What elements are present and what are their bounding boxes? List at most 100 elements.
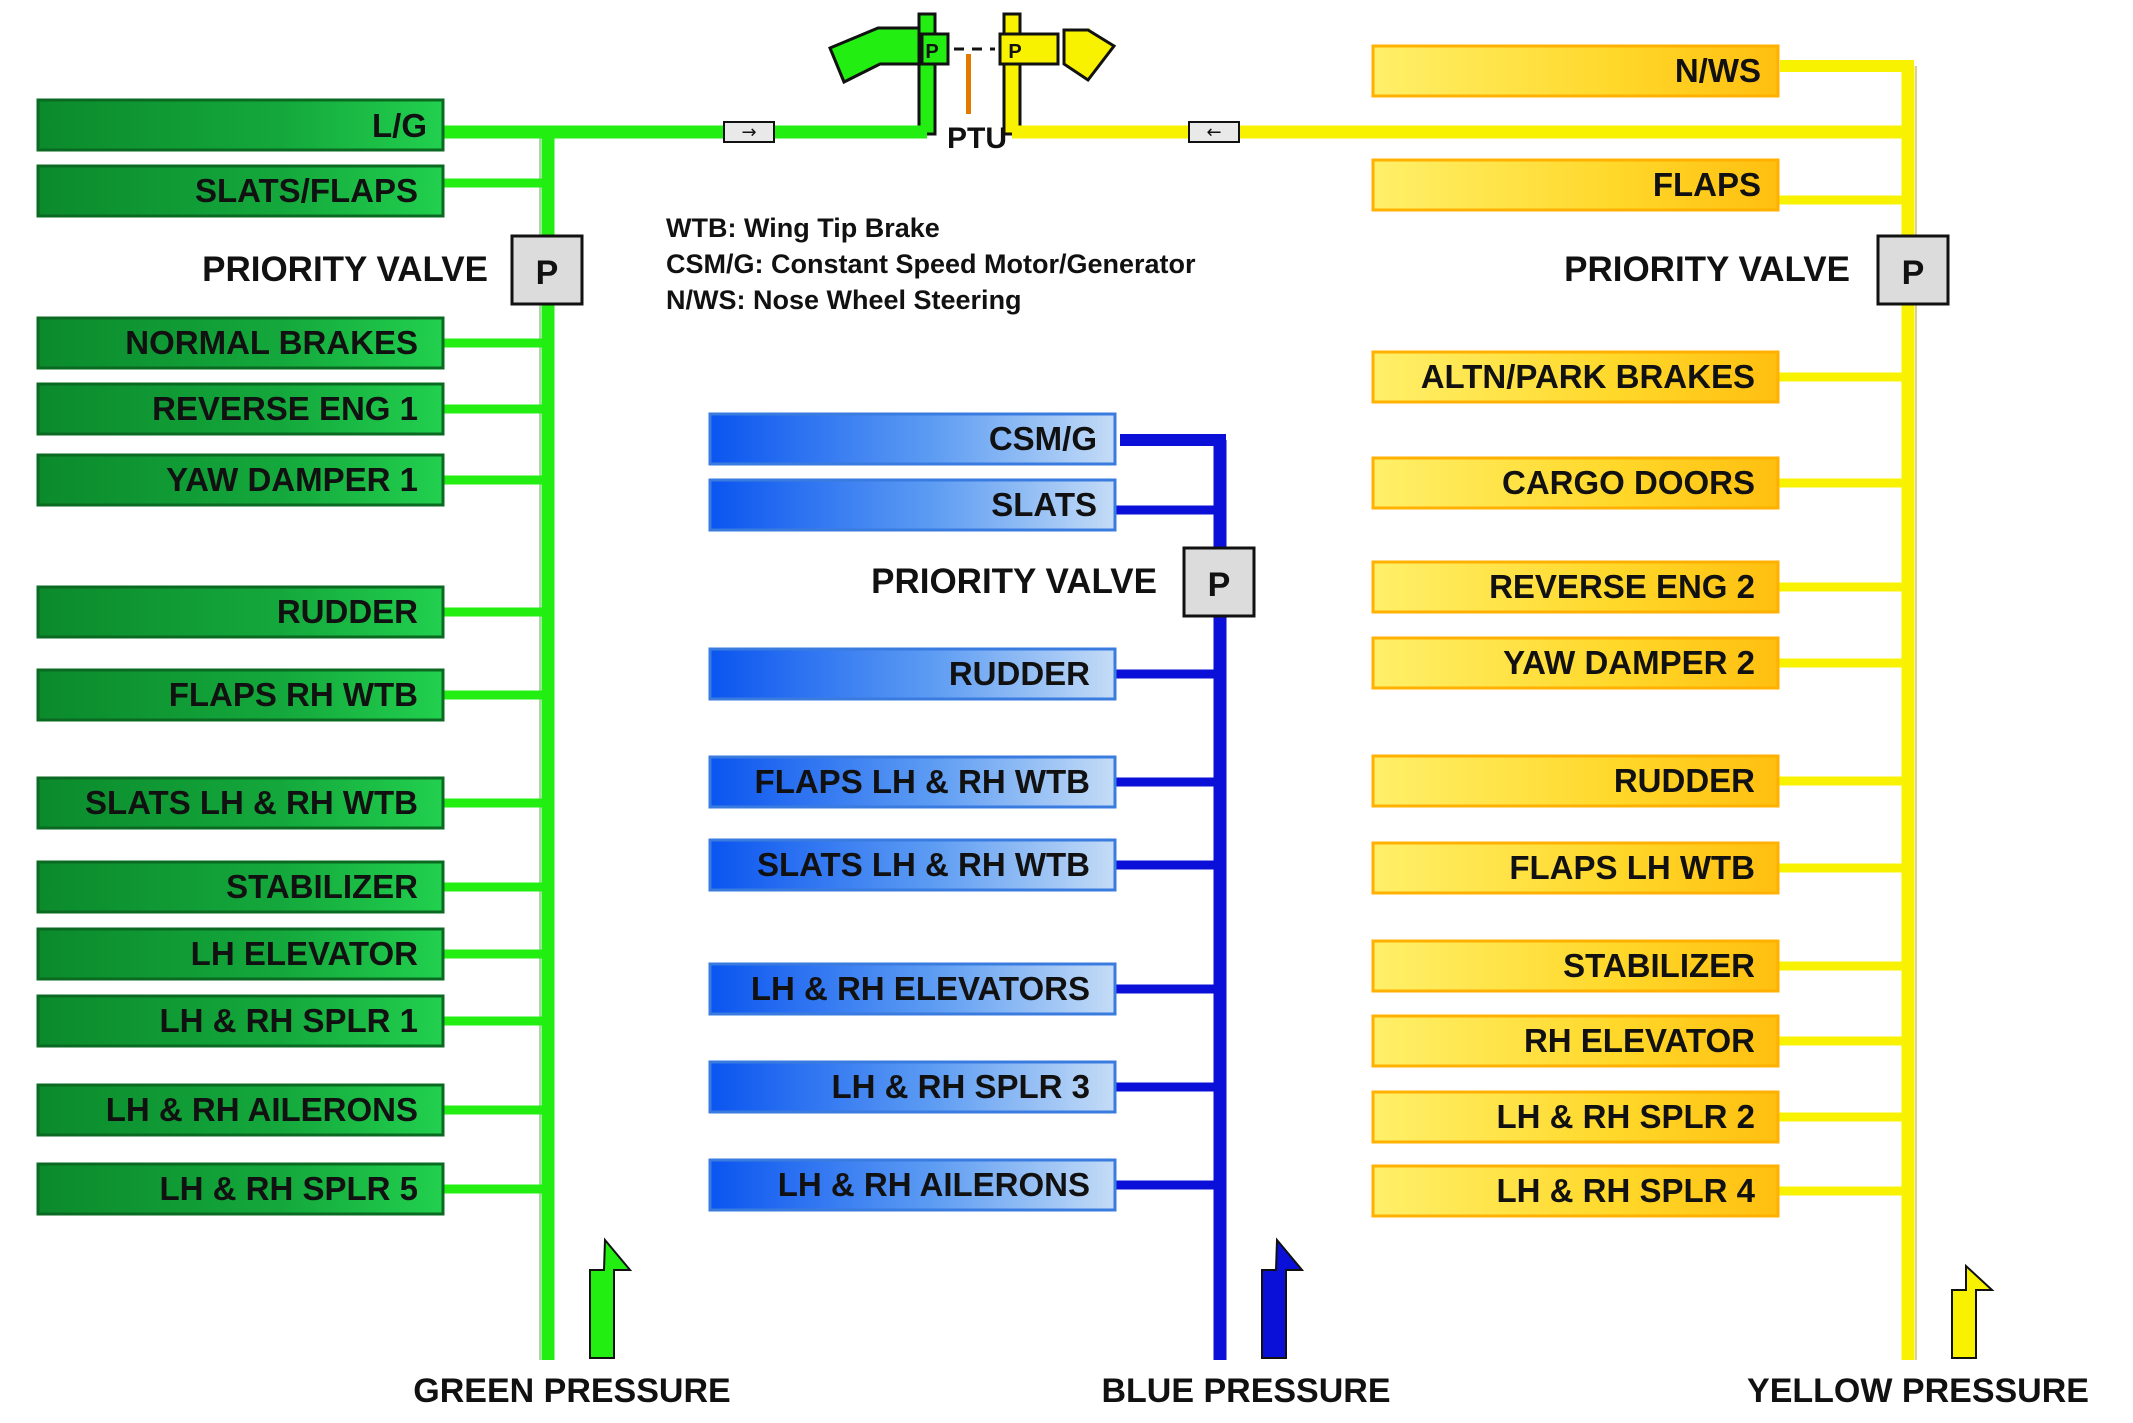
green-ptu-pipe bbox=[828, 12, 950, 136]
blue-consumer-box: FLAPS LH & RH WTB bbox=[708, 755, 1220, 809]
green-consumer-box: LH & RH SPLR 5 bbox=[36, 1162, 548, 1216]
green-pressure-label: GREEN PRESSURE bbox=[413, 1372, 730, 1410]
svg-text:SLATS/FLAPS: SLATS/FLAPS bbox=[195, 172, 418, 209]
blue-consumer-box-bg bbox=[708, 647, 1117, 701]
yellow-consumer-label: LH & RH SPLR 4 bbox=[1496, 1172, 1755, 1209]
svg-text:SLATS: SLATS bbox=[991, 486, 1097, 523]
green-consumer-box: NORMAL BRAKES bbox=[36, 316, 548, 370]
green-consumer-box: LH & RH SPLR 1 bbox=[36, 994, 548, 1048]
green-consumer-box: L/G bbox=[36, 98, 445, 152]
ptu-port-left-label: P bbox=[925, 41, 938, 63]
green-consumer-label: RUDDER bbox=[277, 593, 418, 630]
blue-consumer-box-bg bbox=[708, 1060, 1117, 1114]
yellow-consumer-box-bg bbox=[1371, 841, 1780, 895]
blue-consumer-box: RUDDER bbox=[708, 647, 1220, 701]
yellow-consumer-box: LH & RH SPLR 2 bbox=[1371, 1090, 1908, 1144]
blue-consumer-box: SLATS LH & RH WTB bbox=[708, 838, 1220, 892]
green-consumer-label: STABILIZER bbox=[226, 868, 418, 905]
blue-priority-valve-symbol: P bbox=[1208, 566, 1231, 604]
green-consumer-label: FLAPS RH WTB bbox=[169, 676, 418, 713]
blue-consumer-label: RUDDER bbox=[949, 655, 1090, 692]
green-consumer-box-bg bbox=[36, 382, 445, 436]
green-consumers-below: NORMAL BRAKES REVERSE ENG 1 YAW DAMPER 1 RU… bbox=[36, 316, 548, 1216]
green-consumer-box-bg bbox=[36, 668, 445, 722]
yellow-consumer-label: FLAPS LH WTB bbox=[1509, 849, 1755, 886]
yellow-consumers-below: ALTN/PARK BRAKES CARGO DOORS REVERSE ENG 2… bbox=[1371, 350, 1908, 1218]
yellow-consumer-box: FLAPS bbox=[1371, 158, 1908, 212]
yellow-consumer-label: CARGO DOORS bbox=[1502, 464, 1755, 501]
yellow-consumer-box-bg bbox=[1371, 560, 1780, 614]
yellow-consumer-label: RUDDER bbox=[1614, 762, 1755, 799]
legend-item: WTB: Wing Tip Brake bbox=[666, 213, 940, 243]
yellow-consumer-box-bg bbox=[1371, 636, 1780, 690]
blue-pressure-label: BLUE PRESSURE bbox=[1101, 1372, 1390, 1410]
blue-consumer-box: LH & RH ELEVATORS bbox=[708, 962, 1220, 1016]
blue-consumer-label: LH & RH AILERONS bbox=[778, 1166, 1090, 1203]
yellow-consumer-label: STABILIZER bbox=[1563, 947, 1755, 984]
blue-priority-valve-label: PRIORITY VALVE bbox=[871, 562, 1157, 601]
blue-consumer-box-bg bbox=[708, 755, 1117, 809]
green-consumer-box: FLAPS RH WTB bbox=[36, 668, 548, 722]
yellow-consumer-box: RH ELEVATOR bbox=[1371, 1014, 1908, 1068]
green-consumer-label: LH & RH SPLR 1 bbox=[159, 1002, 418, 1039]
green-priority-valve-label: PRIORITY VALVE bbox=[202, 250, 488, 289]
green-consumer-box: LH & RH AILERONS bbox=[36, 1083, 548, 1137]
green-consumer-box-bg bbox=[36, 1083, 445, 1137]
legend-item: N/WS: Nose Wheel Steering bbox=[666, 285, 1022, 315]
yellow-consumer-box: RUDDER bbox=[1371, 754, 1908, 808]
green-consumer-box: SLATS/FLAPS bbox=[36, 164, 548, 218]
green-consumer-box: RUDDER bbox=[36, 585, 548, 639]
yellow-priority-valve-symbol: P bbox=[1902, 254, 1925, 292]
legend-item: CSM/G: Constant Speed Motor/Generator bbox=[666, 249, 1196, 279]
yellow-consumer-label: ALTN/PARK BRAKES bbox=[1421, 358, 1755, 395]
yellow-ptu-pipe bbox=[998, 12, 1117, 136]
yellow-consumer-label: RH ELEVATOR bbox=[1524, 1022, 1755, 1059]
legend: WTB: Wing Tip Brake CSM/G: Constant Spee… bbox=[666, 213, 1196, 315]
green-pressure-arrow bbox=[589, 1237, 633, 1359]
blue-consumers-above: CSM/G SLATS bbox=[708, 412, 1220, 532]
yellow-consumer-box-bg bbox=[1371, 754, 1780, 808]
yellow-consumer-label: REVERSE ENG 2 bbox=[1489, 568, 1755, 605]
green-consumer-box-bg bbox=[36, 585, 445, 639]
blue-consumers-below: RUDDER FLAPS LH & RH WTB SLATS LH & RH WTB… bbox=[708, 647, 1220, 1212]
yellow-check-valve-arrow: ← bbox=[1206, 122, 1221, 143]
green-consumer-box-bg bbox=[36, 776, 445, 830]
green-consumer-label: YAW DAMPER 1 bbox=[166, 461, 418, 498]
green-consumer-label: REVERSE ENG 1 bbox=[152, 390, 418, 427]
yellow-consumer-box-bg bbox=[1371, 1090, 1780, 1144]
green-check-valve bbox=[723, 121, 775, 143]
yellow-consumer-box: N/WS bbox=[1371, 44, 1780, 98]
blue-consumer-box: CSM/G bbox=[708, 412, 1117, 466]
yellow-system: ← P PRIORITY VALVE N/WS FLAPS ALTN/PARK … bbox=[1012, 44, 2089, 1410]
svg-text:CSM/G: CSM/G bbox=[989, 420, 1097, 457]
yellow-consumer-box-bg bbox=[1371, 1164, 1780, 1218]
blue-consumer-box: LH & RH AILERONS bbox=[708, 1158, 1220, 1212]
yellow-consumer-box: FLAPS LH WTB bbox=[1371, 841, 1908, 895]
yellow-consumer-box-bg bbox=[1371, 1014, 1780, 1068]
green-check-valve-arrow: → bbox=[741, 122, 756, 143]
green-consumer-box-bg bbox=[36, 860, 445, 914]
blue-consumer-box: LH & RH SPLR 3 bbox=[708, 1060, 1220, 1114]
svg-text:N/WS: N/WS bbox=[1675, 52, 1761, 89]
blue-consumer-label: FLAPS LH & RH WTB bbox=[755, 763, 1090, 800]
blue-consumer-box-bg bbox=[708, 1158, 1117, 1212]
yellow-consumer-box-bg bbox=[1371, 456, 1780, 510]
blue-consumer-box-bg bbox=[708, 838, 1117, 892]
yellow-pressure-arrow bbox=[1951, 1263, 1995, 1359]
blue-consumer-label: LH & RH ELEVATORS bbox=[751, 970, 1090, 1007]
green-consumer-box-bg bbox=[36, 994, 445, 1048]
blue-system: P PRIORITY VALVE CSM/G SLATS RUDDER FLAPS… bbox=[708, 412, 1391, 1410]
blue-consumer-label: SLATS LH & RH WTB bbox=[757, 846, 1090, 883]
green-consumer-box: LH ELEVATOR bbox=[36, 927, 548, 981]
green-consumer-box: REVERSE ENG 1 bbox=[36, 382, 548, 436]
blue-priority-valve bbox=[1182, 546, 1256, 618]
green-consumer-box-bg bbox=[36, 453, 445, 507]
yellow-priority-valve bbox=[1876, 234, 1950, 306]
yellow-consumer-box-bg bbox=[1371, 350, 1780, 404]
green-consumer-box-bg bbox=[36, 927, 445, 981]
svg-text:L/G: L/G bbox=[372, 107, 427, 144]
ptu-port-right-label: P bbox=[1008, 41, 1021, 63]
green-consumer-box: STABILIZER bbox=[36, 860, 548, 914]
svg-text:FLAPS: FLAPS bbox=[1653, 166, 1761, 203]
